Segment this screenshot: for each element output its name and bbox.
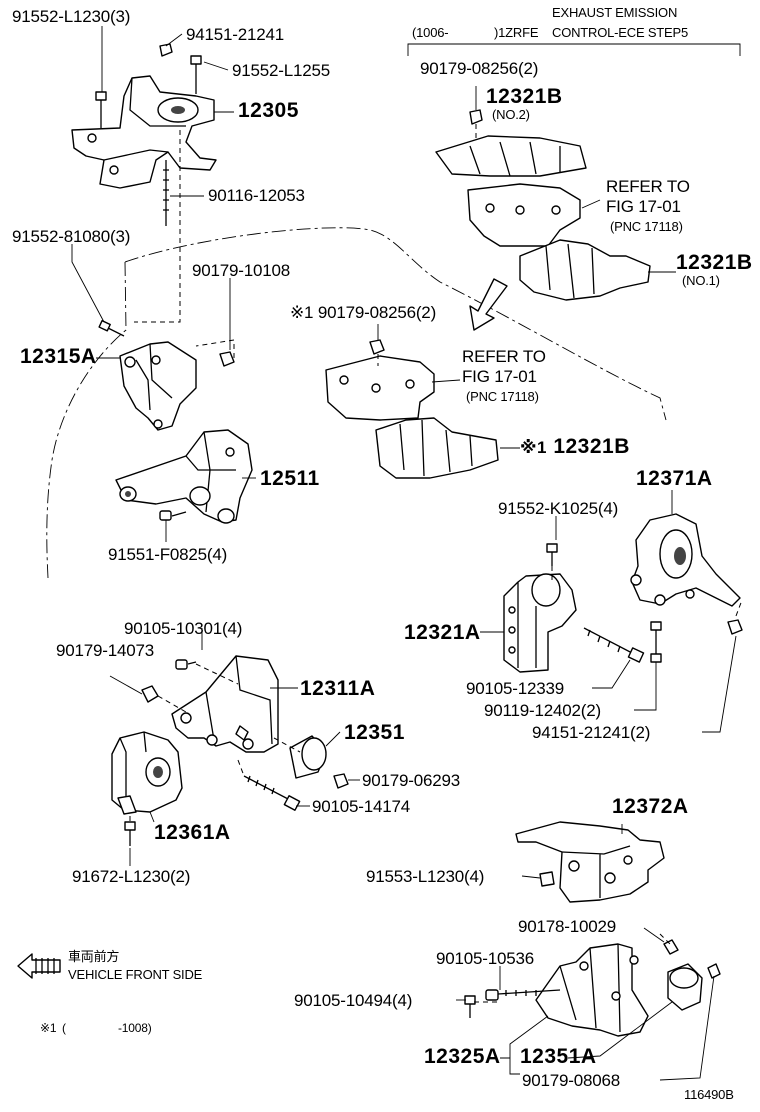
part-label: 90105-10301(4) <box>124 619 243 638</box>
part-label: 12305 <box>238 99 299 122</box>
part-label: 12311A <box>300 677 376 700</box>
note-open: ( <box>62 1021 66 1035</box>
vehicle-front-arrow <box>17 953 61 979</box>
part-label: 90179-14073 <box>56 641 155 660</box>
header-bracket <box>407 43 741 56</box>
header-exhaust: EXHAUST EMISSION <box>552 5 678 20</box>
front-label-jp: 車両前方 <box>68 949 120 964</box>
part-label: 91552-K1025(4) <box>498 499 619 518</box>
cushion-12351 <box>273 735 349 789</box>
refer-text: REFER TO <box>606 177 690 196</box>
front-label-en: VEHICLE FRONT SIDE <box>68 967 203 982</box>
header-engine: )1ZRFE <box>494 25 539 40</box>
bracket-12511 <box>115 429 253 524</box>
refer-text: FIG 17-01 <box>606 197 681 216</box>
insulator-12321B-no1 <box>519 239 651 301</box>
refer-text: (PNC 17118) <box>610 219 683 234</box>
bracket-12321A <box>503 543 743 673</box>
part-label: 90116-12053 <box>208 186 305 205</box>
part-label: 91551-F0825(4) <box>108 545 228 564</box>
part-label: 91552-L1255 <box>232 61 331 80</box>
part-label: 12315A <box>20 345 97 368</box>
refer-text: REFER TO <box>462 347 546 366</box>
bracket-fig17-top <box>467 183 581 247</box>
note-mark: ※1 <box>40 1021 57 1035</box>
part-label: 12321B <box>486 85 563 108</box>
part-label: 90179-08256(2) <box>420 59 539 78</box>
part-label: 91552-81080(3) <box>12 227 131 246</box>
figure-id: 116490B <box>684 1087 734 1102</box>
mount-12372A <box>515 821 665 903</box>
note-range: -1008) <box>118 1021 152 1035</box>
part-label: 12361A <box>154 821 231 844</box>
part-label: 12372A <box>612 795 689 818</box>
refer-text: (PNC 17118) <box>466 389 539 404</box>
bracket-12315A <box>98 319 235 431</box>
part-label: 90179-08068 <box>522 1071 621 1090</box>
header-ece: CONTROL-ECE STEP5 <box>552 25 689 40</box>
part-label: 91552-L1230(3) <box>12 7 131 26</box>
note-mark: ※1 <box>290 303 314 322</box>
part-label: 12351 <box>344 721 405 744</box>
part-label: 12511 <box>260 467 320 490</box>
part-label: (NO.2) <box>492 107 530 122</box>
part-label-noted: ※1 12321B <box>520 435 630 458</box>
part-label: 90105-10494(4) <box>294 991 413 1010</box>
mount-12361A <box>111 731 183 846</box>
cushion-12351A <box>659 933 721 1011</box>
part-label: 90178-10029 <box>518 917 617 936</box>
part-label: 12321B <box>676 251 753 274</box>
part-label: 12321A <box>404 621 481 644</box>
part-label: 90105-14174 <box>312 797 411 816</box>
bracket-fig17-mid <box>325 339 435 421</box>
insulator-12321B-mid <box>375 417 499 479</box>
mount-12305 <box>71 43 217 323</box>
part-label: 90105-10536 <box>436 949 535 968</box>
direction-arrow <box>469 278 508 331</box>
part-label: 90179-10108 <box>192 261 291 280</box>
part-label: 90105-12339 <box>466 679 565 698</box>
part-label: 12351A <box>520 1045 597 1068</box>
header-range-start: (1006- <box>412 25 449 40</box>
refer-text: FIG 17-01 <box>462 367 537 386</box>
part-label: 90179-06293 <box>362 771 461 790</box>
part-label-noted: ※1 90179-08256(2) <box>290 303 437 322</box>
part-label: 91672-L1230(2) <box>72 867 191 886</box>
bracket-12311A <box>141 655 279 753</box>
part-label: 91553-L1230(4) <box>366 867 485 886</box>
part-label: 94151-21241 <box>186 25 285 44</box>
part-label: 12325A <box>424 1045 501 1068</box>
leader-lines <box>71 26 737 1081</box>
part-label: 12371A <box>636 467 713 490</box>
insulator-12321B-no2 <box>435 109 587 177</box>
part-label: 94151-21241(2) <box>532 723 651 742</box>
mount-12371A <box>630 513 741 607</box>
part-label: (NO.1) <box>682 273 720 288</box>
bolt-90105-14174 <box>237 759 301 811</box>
part-label: 90119-12402(2) <box>484 701 601 720</box>
note-mark: ※1 <box>520 438 547 457</box>
